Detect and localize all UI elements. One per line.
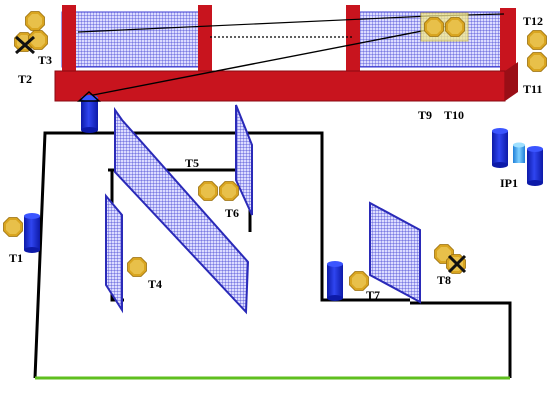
sight-line (77, 15, 431, 33)
label-t12: T12 (523, 14, 543, 28)
barrel-icon (492, 128, 508, 168)
sight-line (87, 23, 459, 97)
mesh-panel-diagonal (114, 106, 250, 315)
label-t4: T4 (148, 277, 162, 291)
target-group-t2-t3 (14, 11, 48, 55)
label-t10: T10 (444, 108, 464, 122)
label-ip1: IP1 (500, 176, 518, 190)
targets (3, 181, 467, 291)
mesh-panels (105, 104, 421, 315)
x-mark-icon (15, 35, 35, 55)
target-t9-icon (424, 17, 444, 37)
platform-post (346, 5, 360, 71)
label-t7: T7 (366, 288, 380, 302)
label-t11: T11 (523, 82, 542, 96)
shooter-marker-icon (77, 90, 101, 102)
target-t1-icon (3, 217, 23, 237)
target-t3-icon (25, 11, 45, 31)
label-t5: T5 (185, 156, 199, 170)
target-t11-icon (527, 52, 547, 72)
wall-outline (33, 131, 410, 379)
label-t6: T6 (225, 206, 239, 220)
barrel-icon (327, 261, 343, 301)
target-t4-icon (127, 257, 147, 277)
mesh-panel-t4 (105, 193, 123, 314)
barrel-icon (81, 95, 98, 133)
barrel-icon (24, 213, 40, 253)
back-platform (54, 5, 518, 102)
target-t5-icon (198, 181, 218, 201)
label-t3: T3 (38, 53, 52, 67)
barrel-icon (513, 142, 525, 163)
platform-side (505, 62, 518, 101)
platform-post (62, 5, 76, 71)
target-group-t11-t12 (527, 30, 547, 72)
barrel-icon (527, 146, 543, 186)
barrels (24, 90, 543, 301)
target-t12-icon (527, 30, 547, 50)
label-t8: T8 (437, 273, 451, 287)
platform-front (54, 70, 506, 102)
back-fence-left (61, 11, 201, 68)
platform-post (198, 5, 212, 71)
mesh-panel-t7 (369, 201, 421, 304)
wall-outline-right (410, 301, 512, 378)
target-t10-icon (445, 17, 465, 37)
x-mark-icon (447, 254, 467, 274)
platform-post (500, 8, 516, 72)
target-t6-icon (219, 181, 239, 201)
label-t1: T1 (9, 251, 23, 265)
label-t2: T2 (18, 72, 32, 86)
labels: T1 T2 T3 T4 T5 T6 T7 T8 T9 T10 T11 T12 I… (9, 14, 543, 302)
label-t9: T9 (418, 108, 432, 122)
mesh-panel-t6 (235, 104, 253, 216)
